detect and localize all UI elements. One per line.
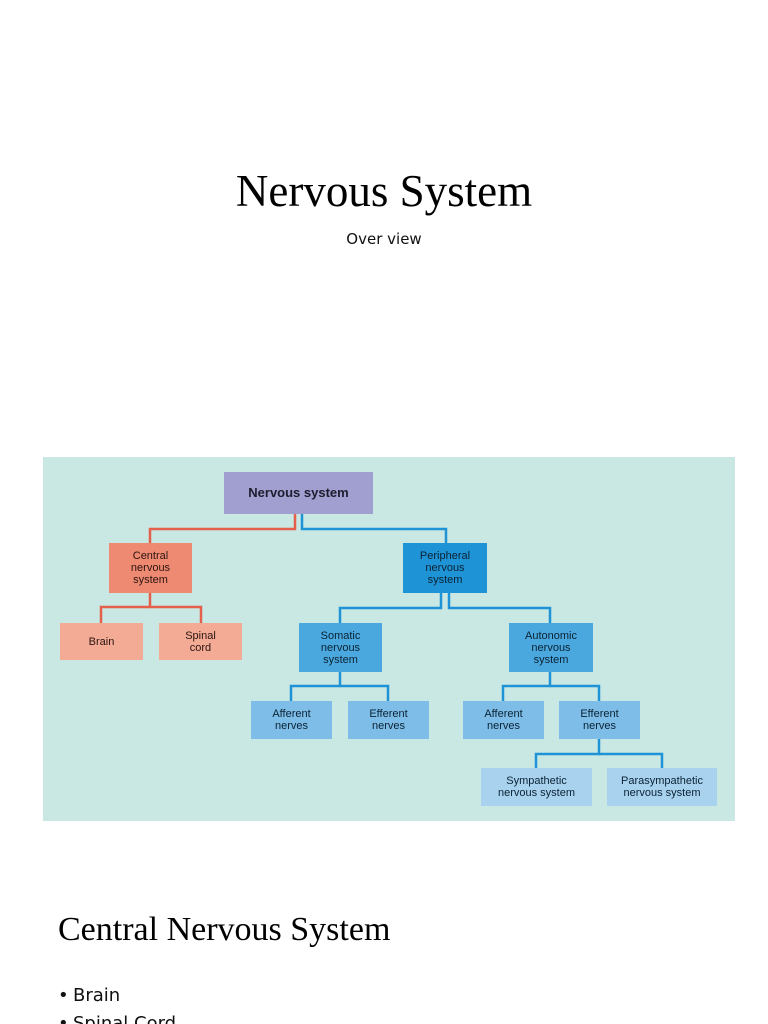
autonomic-efferent-nerves-node: Efferent nerves <box>559 701 640 739</box>
diagram-connectors <box>99 514 664 768</box>
central-nervous-system-node: Central nervous system <box>109 543 192 593</box>
autonomic-nervous-system-node: Autonomic nervous system <box>509 623 593 672</box>
bullet-text: Brain <box>73 985 121 1006</box>
bullet-item: • Spinal Cord <box>58 1010 176 1024</box>
slide-title: Nervous System <box>235 166 533 216</box>
central-connectors <box>99 514 297 623</box>
autonomic-afferent-nerves-node: Afferent nerves <box>463 701 544 739</box>
bullet-list: • Brain • Spinal Cord <box>58 982 176 1024</box>
bullet-item: • Brain <box>58 982 176 1010</box>
somatic-nervous-system-node: Somatic nervous system <box>299 623 382 672</box>
peripheral-connectors <box>289 514 664 768</box>
bullet-dot-icon: • <box>58 985 69 1006</box>
nervous-system-node: Nervous system <box>224 472 373 514</box>
somatic-efferent-nerves-node: Efferent nerves <box>348 701 429 739</box>
bullet-text: Spinal Cord <box>73 1013 177 1024</box>
nervous-system-diagram: Nervous system Central nervous system Br… <box>43 457 735 821</box>
spinal-cord-node: Spinal cord <box>159 623 242 660</box>
peripheral-nervous-system-node: Peripheral nervous system <box>403 543 487 593</box>
section-heading: Central Nervous System <box>58 911 391 948</box>
bullet-dot-icon: • <box>58 1013 69 1024</box>
somatic-afferent-nerves-node: Afferent nerves <box>251 701 332 739</box>
sympathetic-nervous-system-node: Sympathetic nervous system <box>481 768 592 806</box>
brain-node: Brain <box>60 623 143 660</box>
slide-subtitle: Over view <box>346 230 422 248</box>
parasympathetic-nervous-system-node: Parasympathetic nervous system <box>607 768 717 806</box>
